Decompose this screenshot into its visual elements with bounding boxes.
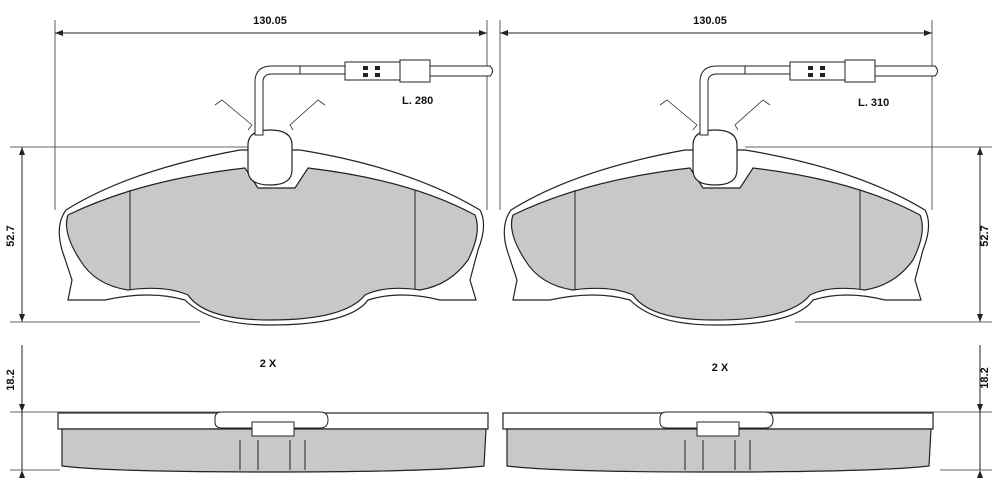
left-wire-lead [254, 65, 301, 136]
right-side-clip [659, 411, 774, 429]
left-width-arrow-right [479, 30, 487, 36]
right-width-dim: 130.05 [693, 15, 727, 27]
right-quantity: 2 X [712, 362, 729, 374]
left-wire-connector [344, 61, 401, 81]
left-height-arrow-top [19, 147, 25, 155]
left-wire-plug-body [399, 59, 431, 83]
left-pad-side-view: 18.2 2 X [5, 345, 489, 478]
right-pad-side-view: 18.2 2 X [502, 345, 992, 478]
left-clip-spring-right [289, 99, 326, 131]
left-friction-material [65, 167, 478, 321]
right-side-sensor [696, 421, 740, 437]
left-width-arrow-left [55, 30, 63, 36]
right-thick-dim: 18.2 [979, 367, 991, 388]
right-wire-length: L. 310 [858, 97, 889, 109]
left-height-dim: 52.7 [5, 225, 17, 246]
right-clip-spring-left [659, 99, 698, 131]
left-clip-spring-left [214, 99, 253, 131]
left-thick-arrow-bottom [19, 470, 25, 478]
right-wire-plug-body [844, 59, 876, 83]
left-connector-pin [363, 66, 368, 70]
right-clip-spring-right [734, 99, 771, 131]
left-connector-pin [375, 73, 380, 77]
right-width-arrow-right [924, 30, 932, 36]
left-connector-pin [375, 66, 380, 70]
right-wire-connector [789, 61, 846, 81]
left-width-dim: 130.05 [253, 15, 287, 27]
left-thick-arrow-top [19, 404, 25, 412]
left-side-friction [61, 428, 487, 473]
left-wire-cable [299, 65, 346, 75]
left-side-sensor [251, 421, 295, 437]
left-pad-front-view: 130.05 52.7 L. 280 [5, 15, 493, 326]
right-connector-pin [820, 73, 825, 77]
right-side-friction [506, 428, 932, 473]
right-thick-arrow-bottom [977, 470, 983, 478]
left-sensor-boss [247, 129, 293, 186]
right-connector-pin [808, 73, 813, 77]
right-connector-pin [808, 66, 813, 70]
left-height-arrow-bottom [19, 314, 25, 322]
left-thick-dim: 18.2 [5, 369, 17, 390]
right-pad-front-view: 130.05 52.7 L. 310 [499, 15, 992, 326]
left-connector-pin [363, 73, 368, 77]
right-height-arrow-top [977, 147, 983, 155]
right-width-arrow-left [500, 30, 508, 36]
right-sensor-boss [692, 129, 738, 186]
right-wire-plug-tip [874, 65, 938, 77]
right-wire-cable [744, 65, 791, 75]
right-friction-material [510, 167, 923, 321]
left-side-clip [214, 411, 329, 429]
right-connector-pin [820, 66, 825, 70]
left-wire-plug-tip [429, 65, 493, 77]
right-height-arrow-bottom [977, 314, 983, 322]
right-wire-lead [699, 65, 746, 136]
left-quantity: 2 X [260, 358, 277, 370]
right-height-dim: 52.7 [979, 225, 991, 246]
left-wire-length: L. 280 [402, 95, 433, 107]
right-thick-arrow-top [977, 404, 983, 412]
